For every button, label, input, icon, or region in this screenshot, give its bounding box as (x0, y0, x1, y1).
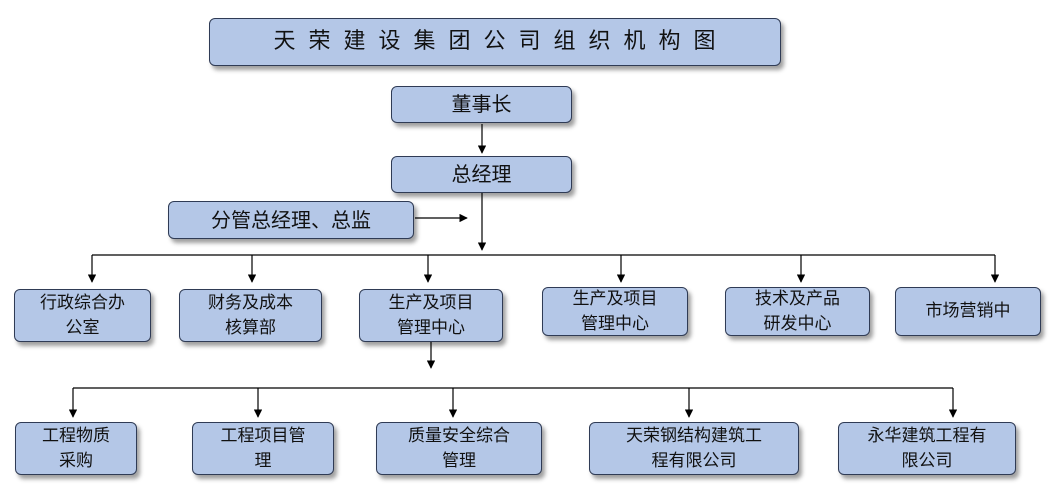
dept-line1: 生产及项目 (388, 292, 474, 313)
chairman-box: 董事长 (391, 86, 572, 123)
deputy-manager-box: 分管总经理、总监 (168, 201, 414, 239)
dept-line2: 公室 (65, 317, 100, 338)
unit-quality-safety: 质量安全综合 管理 (376, 422, 542, 475)
unit-yonghua-company: 永华建筑工程有 限公司 (838, 422, 1016, 475)
dept-line2: 管理中心 (581, 313, 649, 334)
unit-line1: 质量安全综合 (408, 425, 510, 446)
unit-material-procurement: 工程物质 采购 (15, 422, 137, 475)
deputy-manager-label: 分管总经理、总监 (211, 207, 371, 232)
dept-line1: 财务及成本 (208, 292, 293, 313)
dept-line2: 研发中心 (763, 313, 832, 334)
unit-line1: 工程项目管 (220, 425, 306, 446)
unit-line1: 天荣钢结构建筑工 (626, 425, 762, 446)
dept-line2: 核算部 (225, 317, 276, 338)
dept-marketing: 市场营销中 (895, 287, 1041, 336)
dept-tech-rnd: 技术及产品 研发中心 (725, 287, 870, 336)
dept-finance: 财务及成本 核算部 (179, 289, 322, 342)
dept-line2: 管理中心 (397, 317, 465, 338)
dept-line1: 市场营销中 (925, 301, 1011, 322)
unit-steel-structure-company: 天荣钢结构建筑工 程有限公司 (589, 422, 799, 475)
dept-admin-office: 行政综合办 公室 (14, 289, 151, 342)
chart-title: 天荣建设集团公司组织机构图 (209, 18, 781, 66)
unit-project-management: 工程项目管 理 (192, 422, 334, 475)
dept-production-center: 生产及项目 管理中心 (359, 289, 503, 342)
dept-line1: 行政综合办 (40, 292, 125, 313)
unit-line2: 管理 (442, 450, 476, 471)
unit-line2: 程有限公司 (651, 450, 737, 471)
general-manager-box: 总经理 (391, 156, 572, 193)
dept-line1: 生产及项目 (572, 288, 658, 309)
unit-line1: 永华建筑工程有 (867, 425, 987, 446)
general-manager-label: 总经理 (451, 162, 512, 186)
unit-line2: 限公司 (901, 450, 953, 471)
chart-title-text: 天荣建设集团公司组织机构图 (273, 29, 729, 55)
unit-line2: 采购 (59, 450, 93, 471)
dept-production-center-2: 生产及项目 管理中心 (542, 287, 688, 336)
unit-line1: 工程物质 (42, 425, 110, 446)
chairman-label: 董事长 (451, 92, 512, 116)
dept-line1: 技术及产品 (755, 288, 840, 309)
unit-line2: 理 (254, 450, 272, 471)
